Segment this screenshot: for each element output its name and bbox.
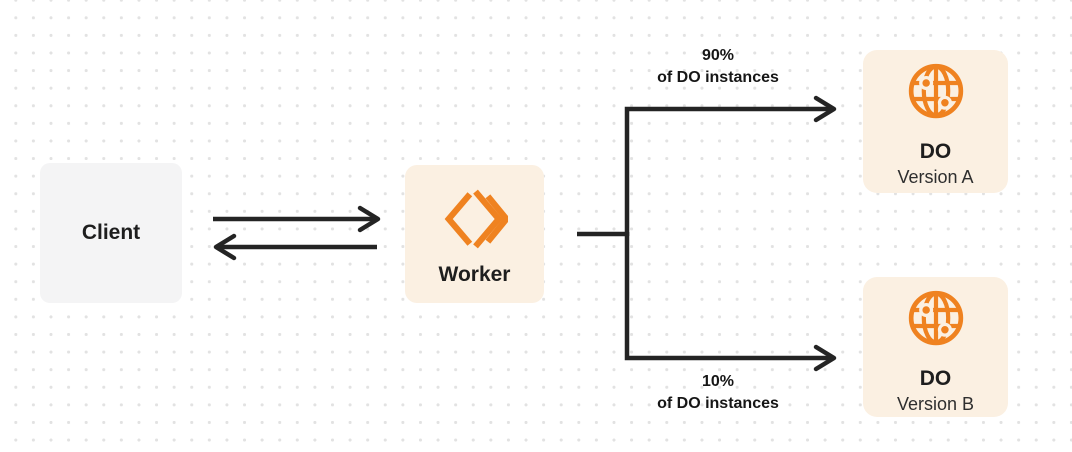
arrow-branch-to-do-b bbox=[624, 232, 837, 372]
globe-icon bbox=[906, 288, 966, 348]
client-label: Client bbox=[81, 221, 141, 244]
worker-node: Worker bbox=[405, 165, 544, 303]
do-b-title: DO bbox=[919, 367, 952, 390]
workers-chevron-icon bbox=[442, 184, 508, 254]
client-node: Client bbox=[40, 163, 182, 303]
split-label-90-percent: 90% bbox=[701, 47, 735, 64]
split-label-90-caption: of DO instances bbox=[657, 69, 779, 86]
do-b-subtitle: Version B bbox=[896, 394, 975, 414]
split-label-90: 90% of DO instances bbox=[598, 45, 838, 89]
do-a-title: DO bbox=[919, 140, 952, 163]
globe-icon bbox=[906, 61, 966, 121]
split-label-10: 10% of DO instances bbox=[598, 371, 838, 415]
worker-label: Worker bbox=[438, 263, 511, 286]
do-a-subtitle: Version A bbox=[897, 167, 974, 187]
split-label-10-percent: 10% bbox=[701, 373, 735, 390]
do-version-b-node: DO Version B bbox=[863, 277, 1008, 417]
do-version-a-node: DO Version A bbox=[863, 50, 1008, 193]
arrow-branch-to-do-a bbox=[624, 95, 837, 236]
split-label-10-caption: of DO instances bbox=[657, 395, 779, 412]
